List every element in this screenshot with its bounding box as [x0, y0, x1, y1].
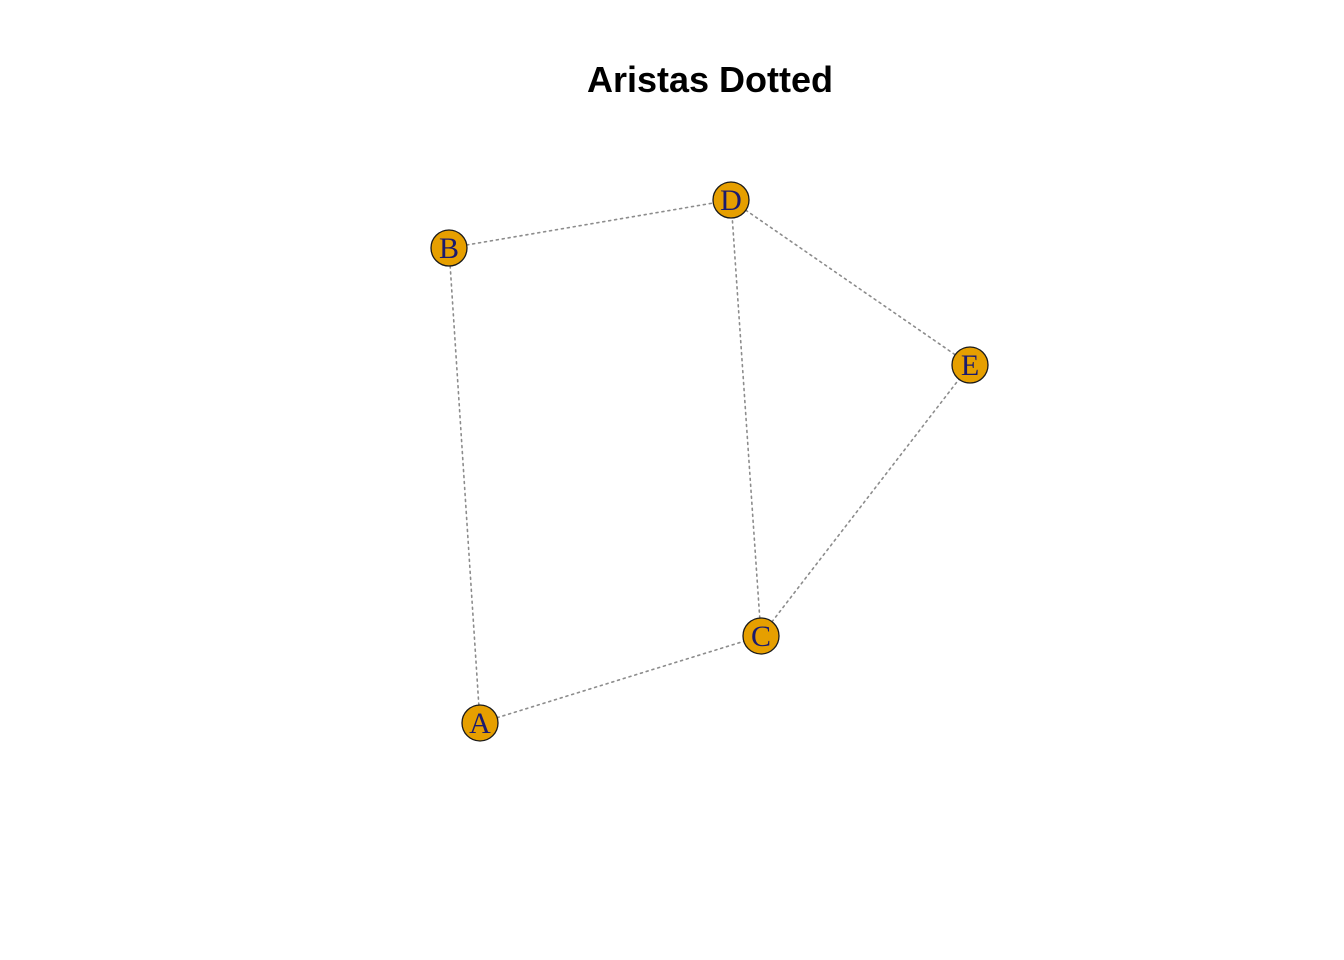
edge-layer [449, 202, 960, 719]
edge-D-E [745, 209, 956, 356]
node-label: E [961, 349, 979, 382]
edge-C-E [771, 378, 960, 623]
edge-A-B [449, 265, 480, 706]
node-label: B [439, 232, 459, 265]
edge-A-C [496, 640, 745, 719]
node-A: A [461, 704, 499, 742]
edge-C-D [731, 217, 761, 619]
node-B: B [430, 229, 468, 267]
node-D: D [712, 181, 750, 219]
node-label: A [469, 707, 491, 740]
node-circle [430, 229, 468, 267]
node-E: E [951, 346, 989, 384]
node-layer: A B C D E [430, 181, 989, 742]
node-label: D [720, 184, 742, 217]
page-title: Aristas Dotted [586, 59, 834, 100]
node-circle [461, 704, 499, 742]
node-C: C [742, 617, 780, 655]
node-label: C [751, 620, 771, 653]
node-circle [951, 346, 989, 384]
node-circle [712, 181, 750, 219]
node-circle [742, 617, 780, 655]
edge-B-D [465, 202, 715, 246]
